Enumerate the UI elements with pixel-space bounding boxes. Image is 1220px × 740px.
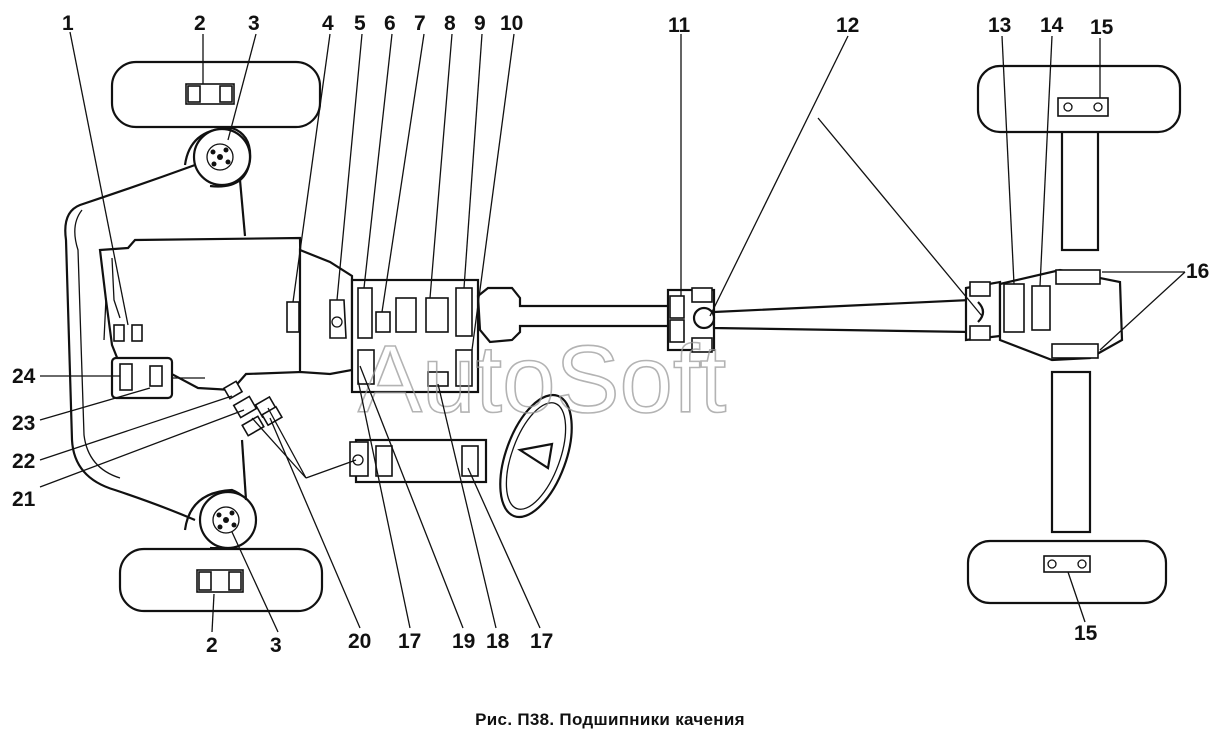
callout-17-left: 17 [398,630,421,653]
callout-11: 11 [668,14,691,37]
callout-9: 9 [474,12,486,35]
callout-15-top: 15 [1090,16,1114,39]
callout-18: 18 [486,630,510,653]
rear-right-wheel [966,539,1168,605]
front-right-hub [183,488,258,550]
callout-1: 1 [62,12,74,35]
callout-17-right: 17 [530,630,553,653]
callout-8: 8 [444,12,456,35]
callout-15-bottom: 15 [1074,622,1098,645]
rear-left-wheel [976,64,1182,134]
callout-10: 10 [500,12,523,35]
front-right-wheel [118,547,324,613]
callout-22: 22 [12,450,35,473]
leader-lines [39,31,1186,633]
propeller-shaft [476,280,1002,353]
steering-column [349,438,488,484]
callout-2-bottom: 2 [206,634,218,657]
callout-13: 13 [988,14,1011,37]
callout-6: 6 [384,12,396,35]
callout-3-top: 3 [248,12,260,35]
gearbox [350,278,480,394]
callout-3-bottom: 3 [270,634,282,657]
callout-2-top: 2 [194,12,206,35]
callout-12: 12 [836,14,859,37]
callout-16: 16 [1186,260,1209,283]
engine-block [98,236,304,392]
steering-wheel [499,393,573,519]
callout-4: 4 [322,12,334,35]
callout-24: 24 [12,365,36,388]
callout-labels: 1 2 3 4 5 6 7 8 9 10 11 12 13 14 15 16 1… [12,12,1209,657]
generator-housing [110,356,205,400]
callout-21: 21 [12,488,36,511]
rear-axle [998,128,1124,534]
right-steering-arm [240,439,248,501]
left-steering-arm [238,179,247,237]
steering-gear [222,380,284,437]
callout-14: 14 [1040,14,1064,37]
front-left-wheel [110,60,322,129]
callout-7: 7 [414,12,426,35]
callout-20: 20 [348,630,371,653]
watermark: AutoSoft [358,326,726,433]
callout-5: 5 [354,12,366,35]
frame-loop [64,163,196,522]
figure-caption: Рис. П38. Подшипники качения [475,710,745,729]
callout-23: 23 [12,412,35,435]
front-left-hub [183,126,252,188]
callout-19: 19 [452,630,475,653]
